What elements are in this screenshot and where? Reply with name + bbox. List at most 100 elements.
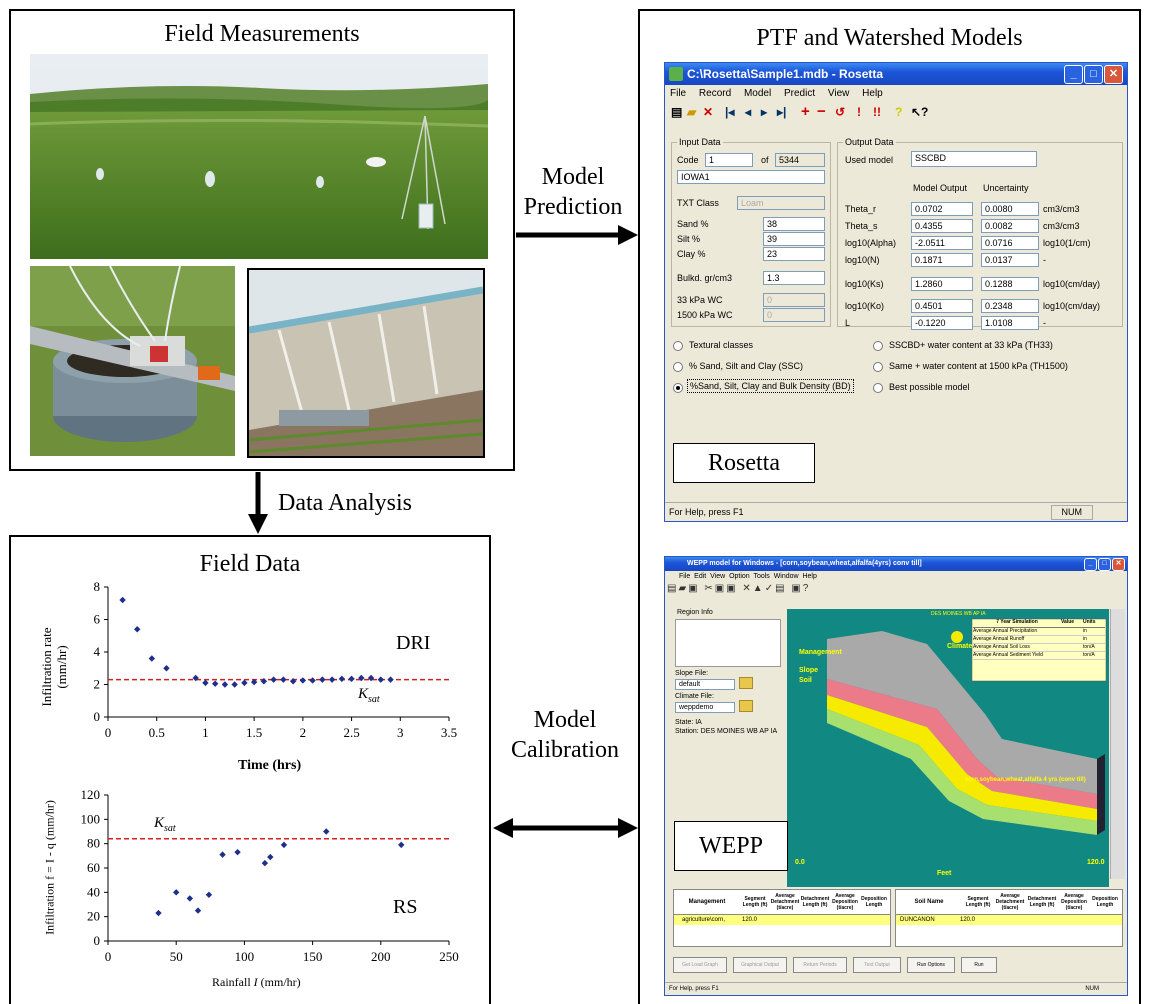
y-tick-label: 80: [87, 836, 100, 851]
predict-all-icon[interactable]: !!: [873, 105, 881, 119]
menu-help[interactable]: Help: [802, 573, 817, 580]
ylabel-line1: Infiltration rate: [39, 627, 54, 707]
bulk-density-field[interactable]: 1.3: [763, 271, 825, 285]
delete-icon[interactable]: ✕: [703, 105, 714, 119]
close-button[interactable]: ✕: [1104, 65, 1123, 84]
menu-predict[interactable]: Predict: [783, 88, 816, 99]
model-output-value[interactable]: -0.1220: [911, 316, 973, 330]
menu-option[interactable]: Option: [729, 573, 750, 580]
management-table: Management Segment Length (ft) Average D…: [673, 889, 891, 947]
menu-model[interactable]: Model: [743, 88, 772, 99]
model-output-value[interactable]: 0.0702: [911, 202, 973, 216]
folder-icon[interactable]: [739, 700, 753, 712]
menu-help[interactable]: Help: [862, 88, 883, 99]
code-label: Code: [677, 155, 699, 165]
undo-icon[interactable]: ↺: [835, 105, 846, 119]
menu-window[interactable]: Window: [773, 573, 799, 580]
data-point: [219, 851, 226, 858]
model-output-value[interactable]: 0.1871: [911, 253, 973, 267]
radio-th1500[interactable]: [873, 362, 883, 372]
wepp-button-4[interactable]: Run Options: [907, 957, 955, 973]
data-point: [387, 676, 394, 683]
radio-th33[interactable]: [873, 341, 883, 351]
sim-units-header: Units: [1083, 619, 1096, 625]
menu-file[interactable]: File: [670, 88, 687, 99]
close-button[interactable]: ✕: [1112, 558, 1125, 571]
toolbar-icons[interactable]: ▤▰▣ ✂▣▣ ✕▲✓▤ ▣?: [667, 583, 811, 594]
data-point: [211, 680, 219, 687]
open-icon[interactable]: ▰: [687, 105, 697, 119]
wepp-button-2[interactable]: Return Periods: [793, 957, 847, 973]
wc1500-field[interactable]: 0: [763, 308, 825, 322]
new-icon[interactable]: ▤: [671, 105, 683, 119]
maximize-button[interactable]: □: [1098, 558, 1111, 571]
chart2-ksat-label: Ksat: [154, 815, 176, 834]
x-tick-label: 3: [397, 725, 404, 740]
uncertainty-value[interactable]: 0.0082: [981, 219, 1039, 233]
menu-record[interactable]: Record: [698, 88, 732, 99]
uncertainty-value[interactable]: 1.0108: [981, 316, 1039, 330]
model-output-value[interactable]: 0.4355: [911, 219, 973, 233]
chart1-ylabel: Infiltration rate (mm/hr): [39, 617, 69, 717]
uncertainty-value[interactable]: 0.0137: [981, 253, 1039, 267]
climate-file-select[interactable]: weppdemo: [675, 702, 735, 713]
silt-field[interactable]: 39: [763, 232, 825, 246]
mgmt-select[interactable]: agriculture\corn,: [682, 917, 726, 923]
slope-file-select[interactable]: default: [675, 679, 735, 690]
clay-field[interactable]: 23: [763, 247, 825, 261]
radio-textural-classes[interactable]: [673, 341, 683, 351]
maximize-button[interactable]: □: [1084, 65, 1103, 84]
model-output-value[interactable]: 1.2860: [911, 277, 973, 291]
remove-record-icon[interactable]: −: [817, 103, 826, 120]
ksat-subscript: sat: [368, 694, 380, 705]
minimize-button[interactable]: _: [1064, 65, 1083, 84]
radio-sscbd[interactable]: [673, 383, 683, 393]
model-output-value[interactable]: -2.0511: [911, 236, 973, 250]
wepp-button-5[interactable]: Run: [961, 957, 997, 973]
wepp-button-1[interactable]: Graphical Output: [733, 957, 787, 973]
sim-row-unit: ton/A: [1083, 652, 1095, 658]
txt-class-select[interactable]: Loam: [737, 196, 825, 210]
wepp-button-3[interactable]: Text Output: [853, 957, 901, 973]
predict-icon[interactable]: !: [857, 105, 861, 119]
uncertainty-value[interactable]: 0.0716: [981, 236, 1039, 250]
uncertainty-value[interactable]: 0.1288: [981, 277, 1039, 291]
uncertainty-value[interactable]: 0.0080: [981, 202, 1039, 216]
menu-file[interactable]: File: [679, 573, 691, 580]
last-record-icon[interactable]: ▸|: [777, 105, 787, 119]
folder-icon[interactable]: [739, 677, 753, 689]
menu-view[interactable]: View: [827, 88, 850, 99]
radio-best-model[interactable]: [873, 383, 883, 393]
region-info-list[interactable]: [675, 619, 781, 667]
minimize-button[interactable]: _: [1084, 558, 1097, 571]
data-point: [173, 889, 180, 896]
name-field[interactable]: IOWA1: [677, 170, 825, 184]
next-record-icon[interactable]: ▸: [761, 105, 768, 119]
mgmt-header: Management: [688, 899, 726, 905]
wc33-field[interactable]: 0: [763, 293, 825, 307]
radio-ssc[interactable]: [673, 362, 683, 372]
code-field[interactable]: 1: [705, 153, 753, 167]
add-record-icon[interactable]: +: [801, 103, 810, 120]
data-analysis-label: Data Analysis: [278, 490, 412, 516]
menu-view[interactable]: View: [710, 573, 726, 580]
label-line2: Prediction: [523, 194, 623, 220]
menu-edit[interactable]: Edit: [694, 573, 707, 580]
model-output-value[interactable]: 0.4501: [911, 299, 973, 313]
sand-field[interactable]: 38: [763, 217, 825, 231]
manage-label: Management: [799, 649, 842, 656]
output-unit-label: log10(cm/day): [1043, 279, 1101, 289]
soil-select[interactable]: DUNCANON: [900, 917, 935, 923]
menu-tools[interactable]: Tools: [753, 573, 770, 580]
avg-detach-header: Average Detachment (t/acre): [770, 893, 800, 911]
first-record-icon[interactable]: |◂: [725, 105, 735, 119]
uncertainty-value[interactable]: 0.2348: [981, 299, 1039, 313]
help-icon[interactable]: ?: [895, 105, 903, 119]
sim-row-unit: ton/A: [1083, 644, 1095, 650]
context-help-icon[interactable]: ↖?: [911, 105, 929, 119]
wepp-button-0[interactable]: Get Load Graph: [673, 957, 727, 973]
prev-record-icon[interactable]: ◂: [745, 105, 752, 119]
y-tick-label: 40: [87, 884, 100, 899]
